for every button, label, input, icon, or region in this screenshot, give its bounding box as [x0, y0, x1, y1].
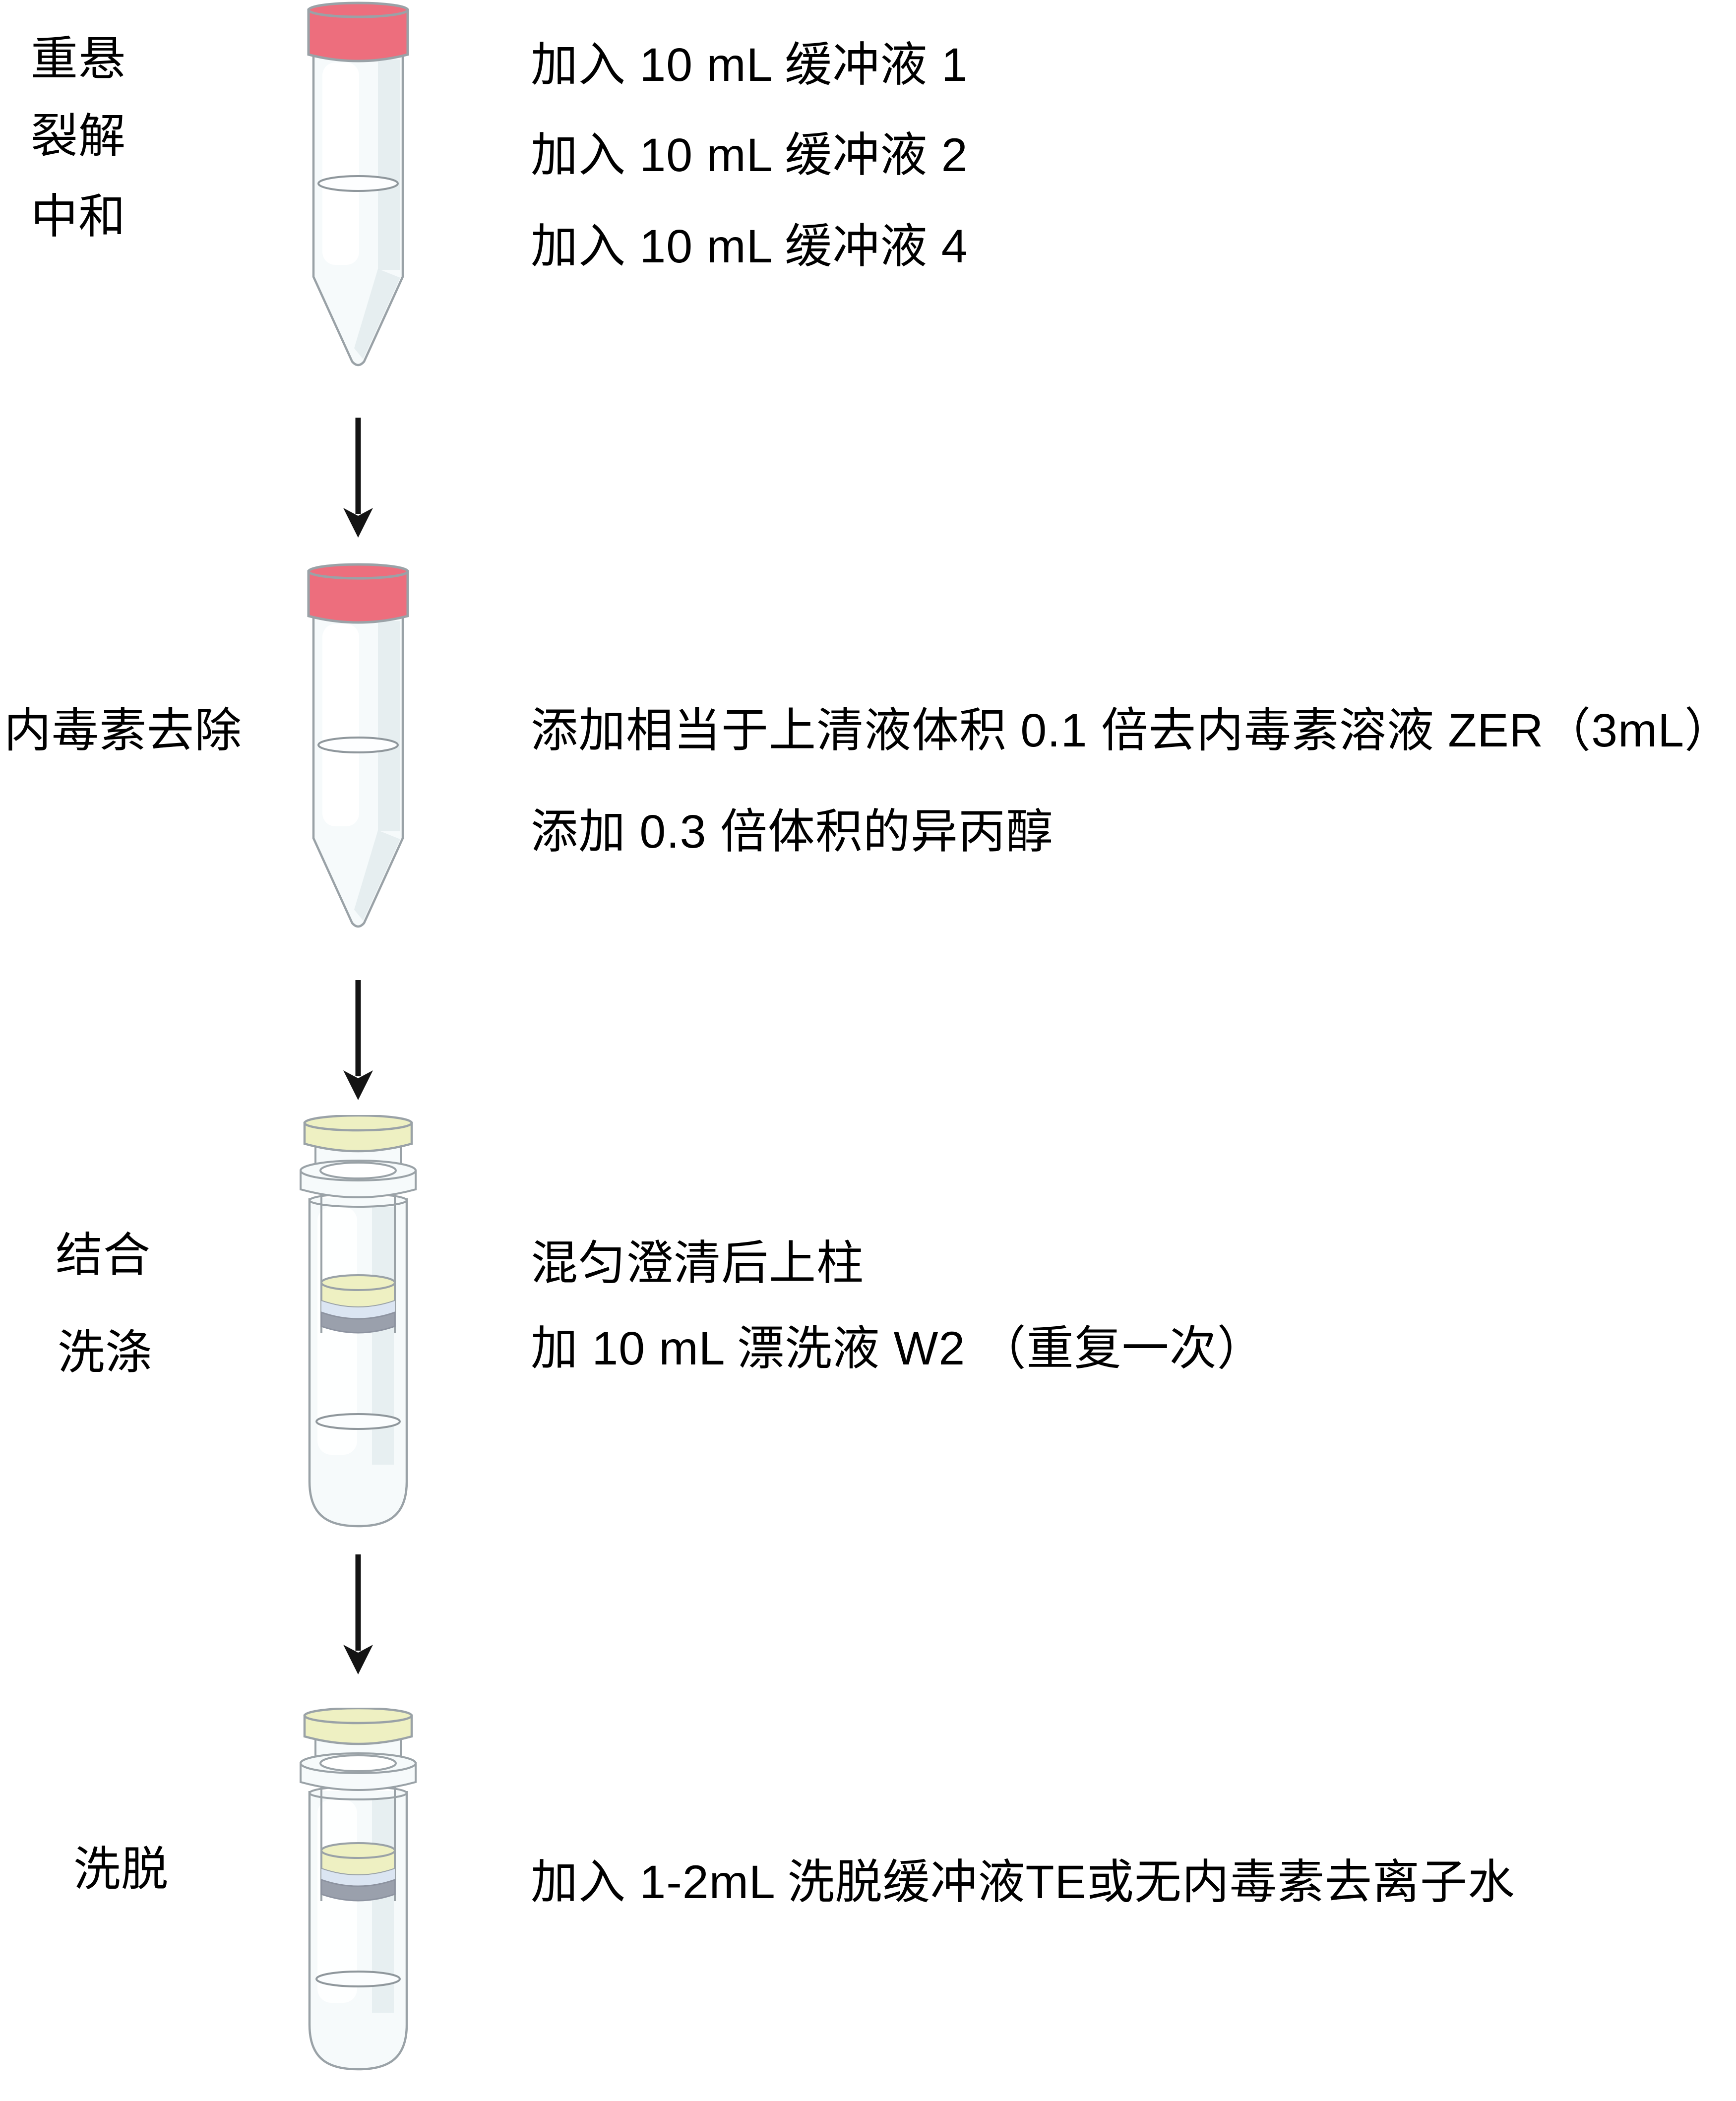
flow-arrow-down-icon [343, 980, 373, 1100]
step2-note-zer: 添加相当于上清液体积 0.1 倍去内毒素溶液 ZER（3mL） [531, 704, 1733, 757]
step1-note-buffer1: 加入 10 mL 缓冲液 1 [531, 39, 968, 91]
step3-label-bind: 结合 [56, 1229, 151, 1282]
tube-shade [378, 621, 400, 831]
resin-layer-top [320, 1842, 396, 1859]
step4-label-elute: 洗脱 [73, 1843, 169, 1896]
step3-note-wash-w2: 加 10 mL 漂洗液 W2 （重复一次） [531, 1322, 1265, 1375]
tube-highlight [322, 624, 359, 826]
step3-label-wash: 洗涤 [58, 1326, 153, 1379]
frit-layer [320, 1311, 396, 1334]
tube-highlight [322, 62, 359, 265]
conical-tube-icon [307, 1, 409, 367]
column-opening [319, 1754, 397, 1772]
membrane-layer [321, 1869, 395, 1886]
liquid-level [315, 1413, 401, 1430]
column-opening [319, 1162, 397, 1179]
step1-label-resuspend: 重悬 [31, 33, 126, 85]
yellow-cap-top [303, 1115, 413, 1132]
red-cap [307, 570, 409, 624]
flow-arrow-down-icon [343, 1554, 373, 1674]
resin-layer-top [320, 1274, 396, 1291]
liquid-level [317, 737, 399, 753]
step4-note-elution-buffer: 加入 1-2mL 洗脱缓冲液TE或无内毒素去离子水 [531, 1856, 1515, 1909]
step2-note-isopropanol: 添加 0.3 倍体积的异丙醇 [531, 805, 1054, 858]
step1-note-buffer4: 加入 10 mL 缓冲液 4 [531, 220, 968, 273]
spin-column-icon [300, 1115, 417, 1528]
step1-label-lyse: 裂解 [31, 110, 126, 163]
step1-label-neutralize: 中和 [31, 190, 126, 243]
conical-tube-icon [307, 563, 409, 928]
step3-note-load-column: 混匀澄清后上柱 [531, 1237, 865, 1290]
step1-note-buffer2: 加入 10 mL 缓冲液 2 [531, 129, 968, 182]
red-cap [307, 8, 409, 62]
red-cap-top [307, 563, 409, 580]
spin-column-icon [300, 1708, 417, 2071]
tube-cone-shade [354, 830, 400, 921]
flow-arrow-down-icon [343, 418, 373, 538]
tube-shade [378, 60, 400, 270]
frit-layer [320, 1878, 396, 1902]
step2-label-endotoxin-removal: 内毒素去除 [4, 704, 243, 757]
liquid-level [317, 175, 399, 192]
red-cap-top [307, 1, 409, 18]
liquid-level [315, 1971, 401, 1987]
membrane-layer [321, 1301, 395, 1319]
tube-cone-shade [354, 269, 400, 359]
yellow-cap-top [303, 1708, 413, 1725]
